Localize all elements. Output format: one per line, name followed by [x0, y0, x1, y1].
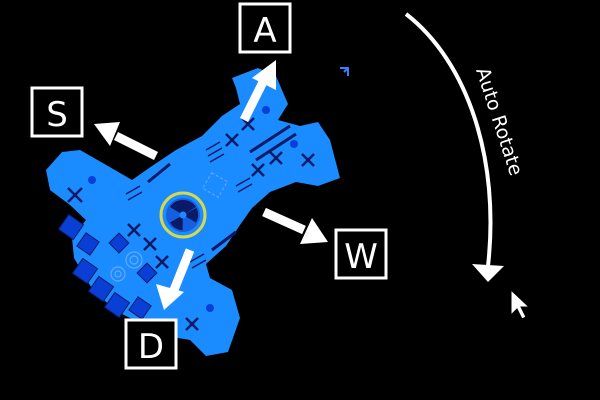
arrow-left-icon [94, 122, 159, 161]
mouse-pointer-icon [510, 288, 531, 320]
rotate-arrowhead-icon [472, 264, 504, 282]
hull-plating [57, 213, 158, 320]
sensor-rings [110, 251, 143, 282]
radiation-icon[interactable] [159, 191, 207, 239]
ship[interactable] [46, 68, 340, 356]
cross-fixtures [67, 117, 315, 331]
arrow-right-icon [262, 207, 328, 244]
key-left-label: S [46, 95, 68, 135]
rotate-arc-icon [404, 12, 493, 267]
key-down[interactable]: D [124, 318, 178, 370]
key-up[interactable]: A [238, 2, 292, 54]
hull-dock-marker [202, 172, 228, 198]
hull-lights [88, 106, 298, 312]
corner-arrow-icon [340, 67, 349, 76]
direction-arrows [94, 60, 328, 310]
key-right[interactable]: W [334, 228, 388, 280]
hull-corridors [147, 124, 297, 252]
key-left[interactable]: S [30, 86, 84, 138]
arrow-up-icon [239, 60, 276, 123]
key-down-label: D [138, 327, 164, 367]
hull-ladders [125, 141, 253, 269]
arrow-down-icon [156, 248, 195, 310]
key-right-label: W [344, 237, 378, 277]
key-up-label: A [253, 11, 276, 51]
